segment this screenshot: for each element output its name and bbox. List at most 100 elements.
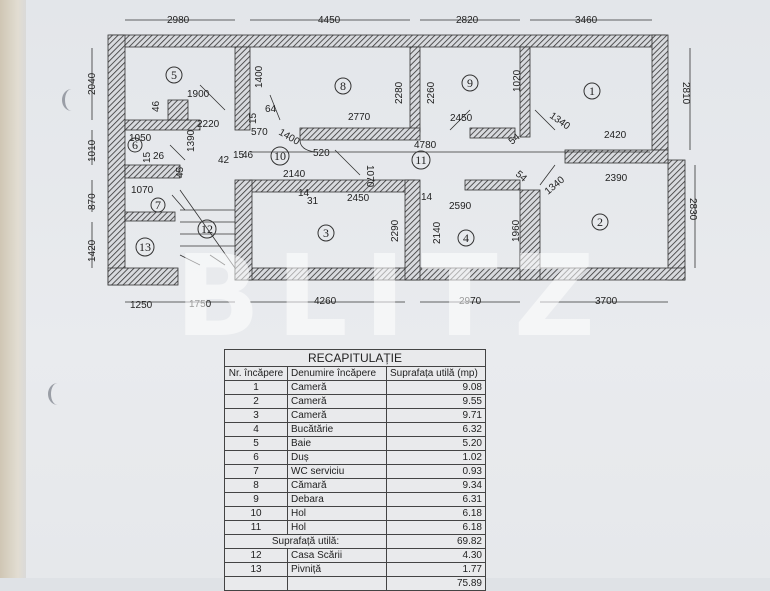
room-4: 4 xyxy=(457,229,475,247)
room-area: 6.18 xyxy=(386,520,486,535)
room-area: 9.34 xyxy=(386,478,486,493)
dimension-label: 1420 xyxy=(87,239,98,262)
dimension-label: 2450 xyxy=(450,113,473,124)
dimension-label: 1960 xyxy=(511,219,522,242)
svg-text:8: 8 xyxy=(340,79,346,93)
total-value: 75.89 xyxy=(386,576,486,591)
room-8: 8 xyxy=(334,77,352,95)
header-cell: Nr. încăpere xyxy=(224,366,288,381)
dimension-label: 46 xyxy=(242,150,254,161)
dimension-label: 2420 xyxy=(604,130,627,141)
room-name: Baie xyxy=(287,436,387,451)
svg-text:2: 2 xyxy=(597,215,603,229)
room-name: Cămară xyxy=(287,478,387,493)
dimension-label: 2280 xyxy=(394,81,405,104)
dimension-label: 1750 xyxy=(189,299,212,310)
walls xyxy=(107,34,686,286)
dimension-label: 2830 xyxy=(687,198,698,221)
room-11: 11 xyxy=(411,150,431,170)
room-9: 9 xyxy=(461,74,479,92)
dimension-label: 2810 xyxy=(680,82,691,105)
svg-text:12: 12 xyxy=(201,222,213,236)
dimension-label: 15 xyxy=(233,150,245,161)
room-number: 3 xyxy=(224,408,288,423)
dimension-label: 2040 xyxy=(87,72,98,95)
subtotal-value: 69.82 xyxy=(386,534,486,549)
dimension-label: 2450 xyxy=(347,193,370,204)
dimension-label: 2980 xyxy=(167,15,190,26)
header-cell: Denumire încăpere xyxy=(287,366,387,381)
dimension-label: 570 xyxy=(251,127,268,138)
room-name: Pivniță xyxy=(287,562,387,577)
room-name: Casa Scării xyxy=(287,548,387,563)
room-area: 9.71 xyxy=(386,408,486,423)
dimension-label: 46 xyxy=(151,100,162,112)
room-area: 0.93 xyxy=(386,464,486,479)
dimension-label: 2140 xyxy=(283,169,306,180)
svg-text:10: 10 xyxy=(274,149,286,163)
table-header: Nr. încăpere Denumire încăpere Suprafața… xyxy=(224,366,486,381)
room-number: 11 xyxy=(224,520,288,535)
room-name: Bucătărie xyxy=(287,422,387,437)
room-number: 5 xyxy=(224,436,288,451)
dimension-label: 2770 xyxy=(348,112,371,123)
room-name: Debara xyxy=(287,492,387,507)
watermark: BLITZ xyxy=(175,232,612,362)
dimension-label: 15 xyxy=(248,112,259,124)
room-area: 6.31 xyxy=(386,492,486,507)
dimension-label: 2820 xyxy=(456,15,479,26)
room-name: Hol xyxy=(287,506,387,521)
subtotal-label: Suprafață utilă: xyxy=(224,534,387,549)
dimension-label: 2590 xyxy=(449,201,472,212)
room-number: 9 xyxy=(224,492,288,507)
dimension-label: 2140 xyxy=(432,221,443,244)
dimension-label: 1020 xyxy=(512,69,523,92)
header-cell: Suprafața utilă (mp) xyxy=(386,366,486,381)
dimension-label: 2290 xyxy=(390,219,401,242)
room-7: 7 xyxy=(150,197,166,213)
dimension-label: 42 xyxy=(218,155,230,166)
dimension-label: 870 xyxy=(87,193,98,210)
room-10: 10 xyxy=(270,146,290,166)
svg-text:5: 5 xyxy=(171,68,177,82)
room-area: 6.32 xyxy=(386,422,486,437)
dimension-label: 2220 xyxy=(197,119,220,130)
dimension-label: 1010 xyxy=(87,139,98,162)
room-1: 1 xyxy=(583,82,601,100)
dimension-label: 1900 xyxy=(187,89,210,100)
room-3: 3 xyxy=(317,224,335,242)
dimension-label: 1340 xyxy=(547,110,572,132)
svg-text:6: 6 xyxy=(132,138,138,152)
room-name: Hol xyxy=(287,520,387,535)
dimension-label: 64 xyxy=(265,104,277,115)
room-numbers: 1 2 3 4 5 6 7 8 9 10 11 12 13 xyxy=(127,66,609,257)
table-title: RECAPITULAȚIE xyxy=(224,349,486,367)
dimension-label: 3700 xyxy=(595,296,618,307)
room-area: 1.02 xyxy=(386,450,486,465)
dimension-label: 15 xyxy=(142,151,153,163)
total-row: 75.89 xyxy=(224,576,486,591)
room-number: 2 xyxy=(224,394,288,409)
room-area: 6.18 xyxy=(386,506,486,521)
room-area: 9.55 xyxy=(386,394,486,409)
dimension-label: 1400 xyxy=(277,127,302,148)
dimension-label: 1390 xyxy=(186,129,197,152)
room-number: 1 xyxy=(224,380,288,395)
room-name: Cameră xyxy=(287,394,387,409)
room-name: Cameră xyxy=(287,408,387,423)
recapitulation-table: RECAPITULAȚIE Nr. încăpere Denumire încă… xyxy=(224,349,486,591)
photo-background-edge xyxy=(0,0,30,578)
svg-text:7: 7 xyxy=(155,198,161,212)
svg-text:13: 13 xyxy=(139,240,151,254)
